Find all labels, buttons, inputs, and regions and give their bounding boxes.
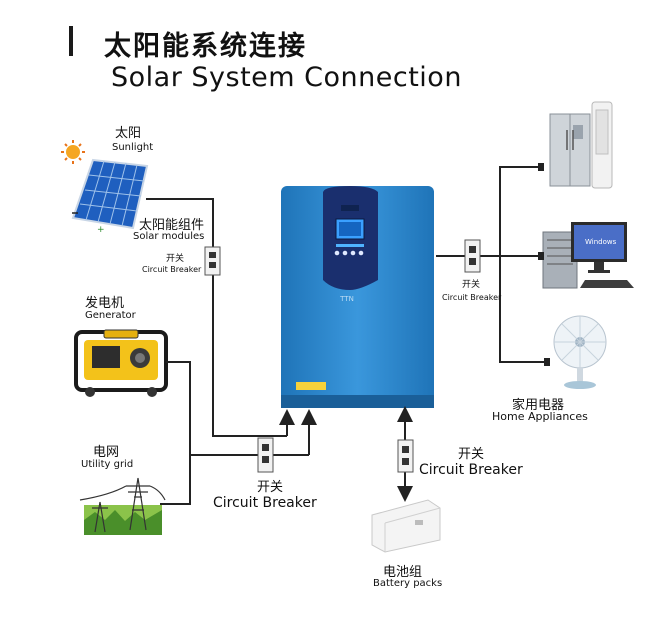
breaker-battery-label-cn: 开关 bbox=[458, 447, 485, 462]
solar-modules-label-en: Solar modules bbox=[133, 231, 205, 242]
breaker-solar-icon bbox=[204, 246, 221, 276]
title-accent-bar bbox=[69, 26, 73, 56]
battery-label-en: Battery packs bbox=[373, 578, 443, 589]
generator-icon bbox=[74, 329, 168, 397]
sun-icon bbox=[61, 140, 85, 164]
breaker-output-icon bbox=[464, 239, 481, 273]
inverter-brand: TTN bbox=[339, 295, 354, 303]
page-title-en: Solar System Connection bbox=[111, 62, 462, 93]
generator-label-cn: 发电机 bbox=[85, 296, 125, 311]
utility-grid-label-en: Utility grid bbox=[81, 459, 134, 470]
generator-label-en: Generator bbox=[85, 310, 136, 321]
wire-loads-bus bbox=[499, 166, 548, 363]
computer-icon: Windows bbox=[542, 222, 634, 289]
breaker-input-icon bbox=[257, 437, 274, 473]
air-conditioner-icon bbox=[591, 101, 613, 189]
sun-label-en: Sunlight bbox=[112, 142, 154, 153]
breaker-solar-label-en: Circuit Breaker bbox=[142, 265, 202, 274]
solar-modules-label-cn: 太阳能组件 bbox=[139, 218, 205, 233]
solar-panel-icon: + bbox=[71, 158, 149, 235]
breaker-output-label-cn: 开关 bbox=[462, 280, 481, 290]
breaker-solar-label-cn: 开关 bbox=[166, 254, 185, 264]
electric-fan-icon bbox=[553, 315, 607, 389]
breaker-battery-label-en: Circuit Breaker bbox=[419, 462, 523, 478]
wire-solar bbox=[146, 198, 287, 437]
breaker-output-label-en: Circuit Breaker bbox=[442, 293, 502, 302]
battery-label-cn: 电池组 bbox=[383, 565, 423, 580]
refrigerator-icon bbox=[549, 113, 591, 187]
utility-grid-icon bbox=[79, 477, 166, 535]
battery-pack-icon bbox=[371, 499, 441, 553]
pc-screen-text: Windows bbox=[585, 238, 617, 246]
inverter-unit bbox=[281, 186, 434, 408]
breaker-battery-icon bbox=[397, 439, 414, 473]
home-appliances-label-en: Home Appliances bbox=[492, 410, 588, 423]
utility-grid-label-cn: 电网 bbox=[93, 445, 120, 460]
breaker-input-label-en: Circuit Breaker bbox=[213, 495, 317, 511]
breaker-input-label-cn: 开关 bbox=[257, 480, 284, 495]
home-appliances-label-cn: 家用电器 bbox=[512, 398, 565, 413]
wire-generator bbox=[160, 361, 191, 505]
page-title-cn: 太阳能系统连接 bbox=[104, 31, 307, 62]
plug-icon bbox=[538, 163, 550, 366]
svg-text:+: + bbox=[97, 225, 105, 235]
sun-label-cn: 太阳 bbox=[115, 126, 142, 141]
